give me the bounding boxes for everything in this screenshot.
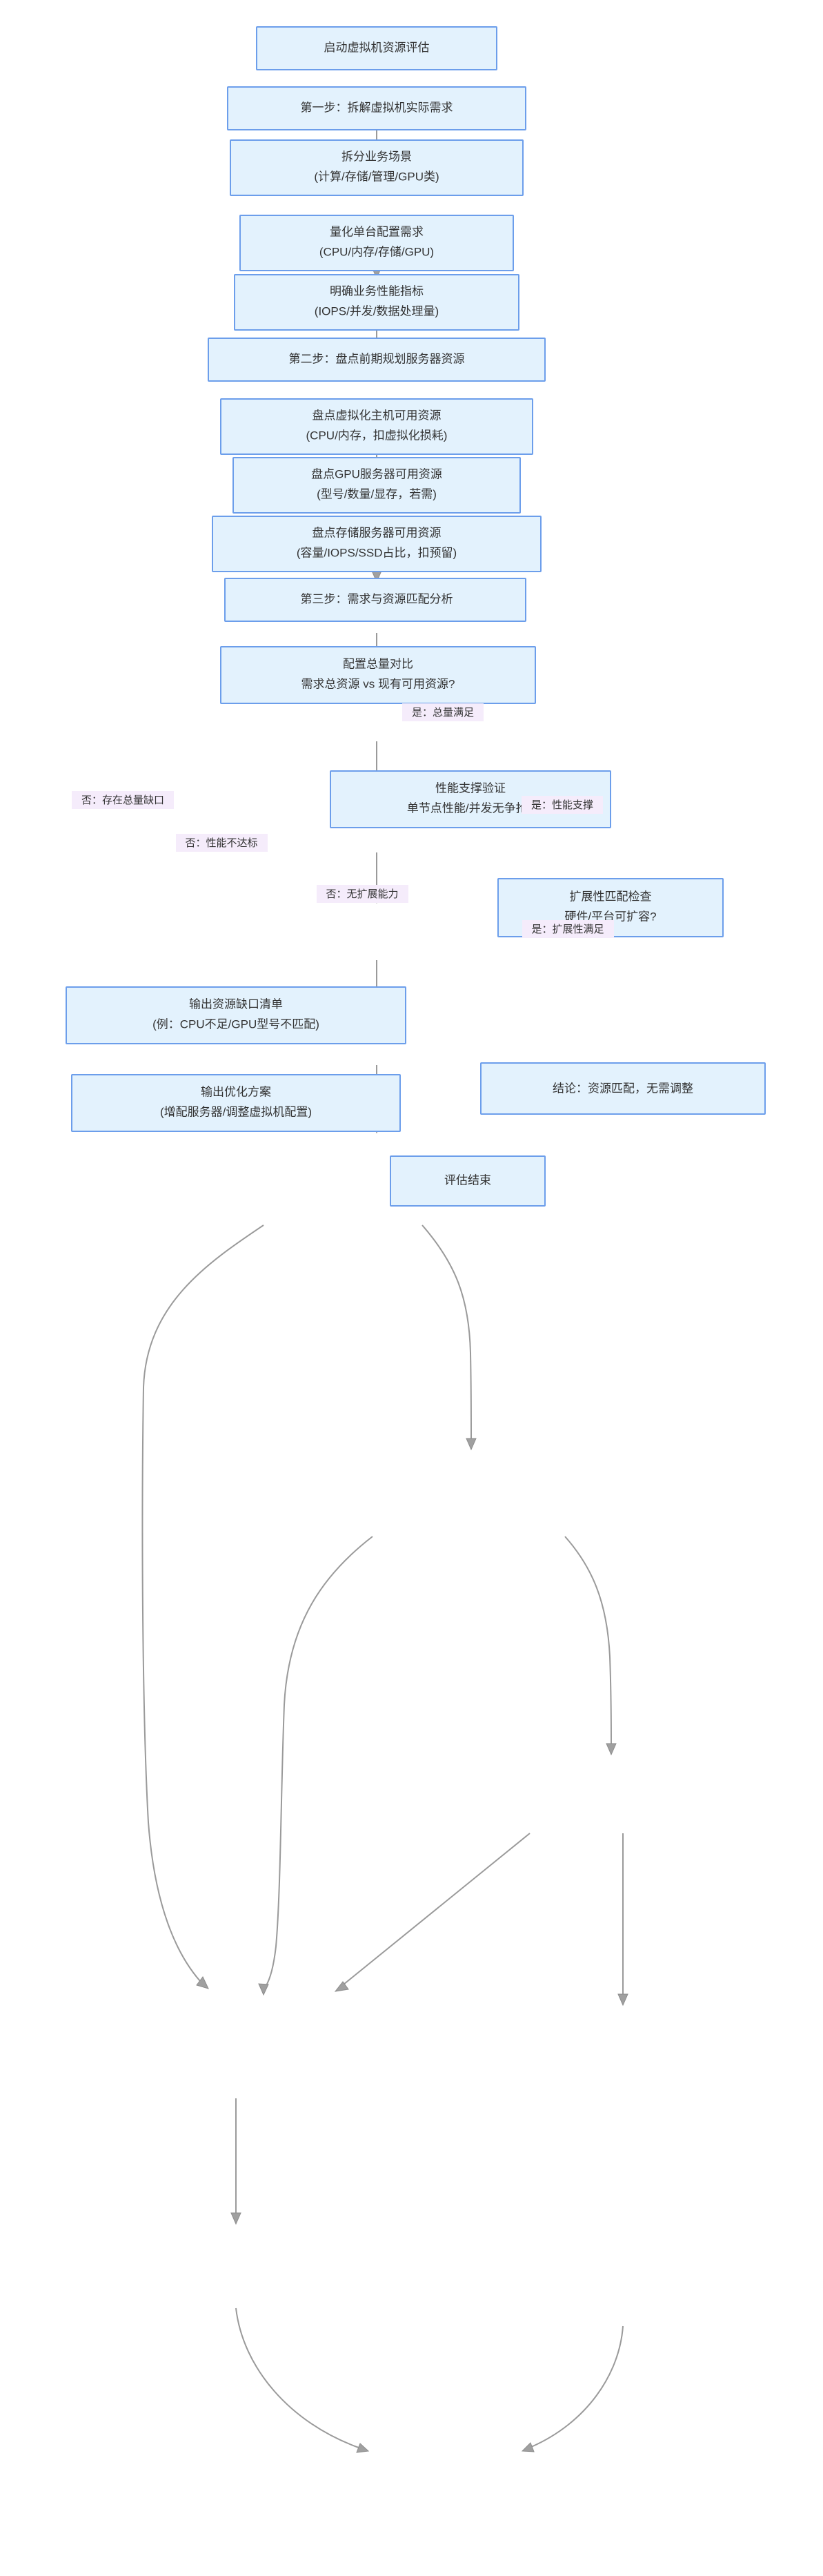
node-storageres-line-0: 盘点存储服务器可用资源 <box>313 526 442 539</box>
node-step3[interactable]: 第三步：需求与资源匹配分析 <box>224 578 526 622</box>
edge-label-total-yes: 是：总量满足 <box>402 703 484 721</box>
node-storageres-line-1: (容量/IOPS/SSD占比，扣预留) <box>297 546 457 559</box>
node-end-line-0: 评估结束 <box>444 1173 491 1187</box>
node-perfmetric-line-1: (IOPS/并发/数据处理量) <box>315 304 439 318</box>
edge-label-perf-no: 否：性能不达标 <box>176 834 268 852</box>
node-gpures-line-0: 盘点GPU服务器可用资源 <box>311 467 442 480</box>
node-optimize-line-0: 输出优化方案 <box>201 1085 271 1098</box>
node-step2-line-0: 第二步：盘点前期规划服务器资源 <box>289 352 465 365</box>
node-step2[interactable]: 第二步：盘点前期规划服务器资源 <box>208 338 546 382</box>
edge-label-total-no-text: 否：存在总量缺口 <box>81 794 164 806</box>
node-perfmetric-line-0: 明确业务性能指标 <box>330 284 424 297</box>
edge-label-layer: 是：总量满足 否：存在总量缺口 是：性能支撑 否：性能不达标 是：扩展性满足 否 <box>72 703 614 938</box>
edge-totalcmp-to-gaplist <box>141 1224 264 1989</box>
node-gaplist-line-0: 输出资源缺口清单 <box>189 997 283 1011</box>
node-scenario[interactable]: 拆分业务场景 (计算/存储/管理/GPU类) <box>230 139 524 196</box>
node-gaplist-line-1: (例：CPU不足/GPU型号不匹配) <box>152 1017 319 1031</box>
node-step3-line-0: 第三步：需求与资源匹配分析 <box>301 592 453 605</box>
node-optimization-plan[interactable]: 输出优化方案 (增配服务器/调整虚拟机配置) <box>71 1074 401 1132</box>
node-scalecheck-line-1: 硬件/平台可扩容? <box>564 910 656 923</box>
edge-label-perf-yes: 是：性能支撑 <box>522 796 603 814</box>
node-perfcheck-line-1: 单节点性能/并发无争抢? <box>407 801 534 814</box>
edge-label-scale-no: 否：无扩展能力 <box>317 885 408 903</box>
node-total-comparison[interactable]: 配置总量对比 需求总资源 vs 现有可用资源? <box>220 646 536 704</box>
edge-scalecheck-to-conclusion <box>617 1833 628 2007</box>
node-quantify-line-1: (CPU/内存/存储/GPU) <box>319 245 434 258</box>
node-storage-res[interactable]: 盘点存储服务器可用资源 (容量/IOPS/SSD占比，扣预留) <box>212 516 542 572</box>
node-step1[interactable]: 第一步：拆解虚拟机实际需求 <box>227 86 526 130</box>
edge-label-perf-yes-text: 是：性能支撑 <box>531 799 593 811</box>
node-step1-line-0: 第一步：拆解虚拟机实际需求 <box>301 101 453 114</box>
node-scenario-line-1: (计算/存储/管理/GPU类) <box>314 170 439 183</box>
node-perf-metric[interactable]: 明确业务性能指标 (IOPS/并发/数据处理量) <box>234 274 519 331</box>
node-hostres-line-0: 盘点虚拟化主机可用资源 <box>313 409 442 422</box>
node-perfcheck-line-0: 性能支撑验证 <box>435 781 506 794</box>
edge-conclusion-to-end <box>521 2325 624 2452</box>
edge-label-total-no: 否：存在总量缺口 <box>72 791 174 809</box>
node-totalcmp-line-0: 配置总量对比 <box>343 657 413 670</box>
node-start-line-0: 启动虚拟机资源评估 <box>324 41 430 54</box>
node-end[interactable]: 评估结束 <box>390 1155 546 1207</box>
edge-label-scale-no-text: 否：无扩展能力 <box>326 888 398 900</box>
edge-perfcheck-to-gaplist <box>258 1536 373 1996</box>
edge-optimize-to-end <box>235 2307 370 2453</box>
edge-scalecheck-to-gaplist <box>334 1833 531 1992</box>
node-conclusion-line-0: 结论：资源匹配，无需调整 <box>553 1082 693 1095</box>
edge-totalcmp-to-perfcheck <box>422 1224 477 1451</box>
node-gpures-line-1: (型号/数量/显存，若需) <box>317 487 437 500</box>
node-quantify[interactable]: 量化单台配置需求 (CPU/内存/存储/GPU) <box>239 215 514 271</box>
edge-perfcheck-to-scalecheck <box>564 1536 617 1756</box>
node-totalcmp-line-1: 需求总资源 vs 现有可用资源? <box>301 677 455 690</box>
node-hostres-line-1: (CPU/内存，扣虚拟化损耗) <box>306 429 448 442</box>
node-host-res[interactable]: 盘点虚拟化主机可用资源 (CPU/内存，扣虚拟化损耗) <box>220 398 533 455</box>
edge-gaplist-to-optimize <box>230 2098 241 2225</box>
node-scalecheck-line-0: 扩展性匹配检查 <box>570 890 652 903</box>
edge-label-perf-no-text: 否：性能不达标 <box>185 837 257 849</box>
edge-label-scale-yes-text: 是：扩展性满足 <box>531 924 604 935</box>
edge-label-total-yes-text: 是：总量满足 <box>412 707 474 719</box>
edge-label-scale-yes: 是：扩展性满足 <box>522 920 614 938</box>
node-quantify-line-0: 量化单台配置需求 <box>330 225 424 238</box>
node-scenario-line-0: 拆分业务场景 <box>341 150 412 163</box>
node-layer: 启动虚拟机资源评估 第一步：拆解虚拟机实际需求 拆分业务场景 (计算/存储/管理… <box>66 26 766 1207</box>
node-gpu-res[interactable]: 盘点GPU服务器可用资源 (型号/数量/显存，若需) <box>232 457 521 514</box>
node-gap-list[interactable]: 输出资源缺口清单 (例：CPU不足/GPU型号不匹配) <box>66 986 406 1044</box>
node-optimize-line-1: (增配服务器/调整虚拟机配置) <box>160 1105 312 1118</box>
node-start[interactable]: 启动虚拟机资源评估 <box>256 26 497 70</box>
node-conclusion[interactable]: 结论：资源匹配，无需调整 <box>480 1062 766 1115</box>
